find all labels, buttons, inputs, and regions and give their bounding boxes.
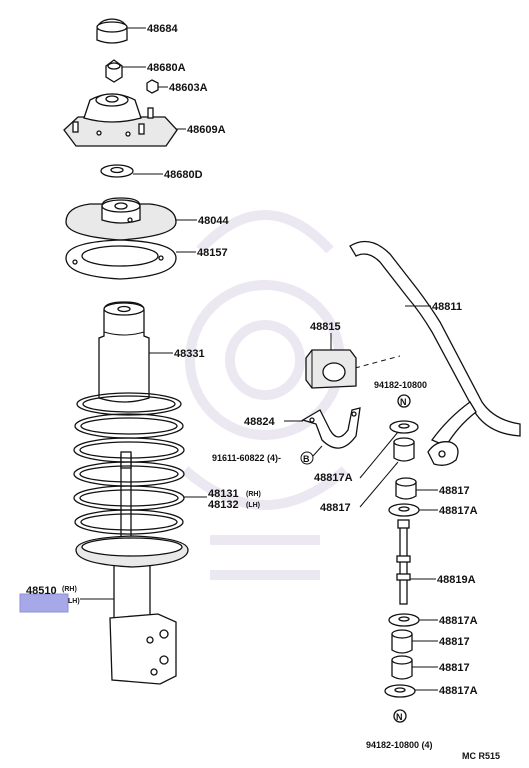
label-48817-2: 48817 xyxy=(439,485,470,497)
part-48824-bracket[interactable] xyxy=(301,407,361,449)
label-48824: 48824 xyxy=(244,416,275,428)
part-48815-bushing[interactable] xyxy=(305,349,357,389)
label-48817A-1: 48817A xyxy=(314,472,353,484)
part-lower-spring-seat xyxy=(75,535,189,568)
label-48510: 48510 (RH) LH) xyxy=(26,585,80,605)
part-48817A-retainer-2[interactable] xyxy=(388,503,420,517)
label-48817-1: 48817 xyxy=(320,502,351,514)
label-48680D: 48680D xyxy=(164,169,203,181)
highlight-box-48510[interactable] xyxy=(19,593,69,613)
label-48817A-4: 48817A xyxy=(439,685,478,697)
svg-text:(RH): (RH) xyxy=(62,586,77,593)
label-48603A: 48603A xyxy=(169,82,208,94)
label-48044: 48044 xyxy=(198,215,229,227)
diagram-code: MC R515 xyxy=(462,751,500,761)
label-94182-10800-bottom: 94182-10800 (4) xyxy=(366,740,433,750)
svg-text:48510: 48510 xyxy=(26,585,57,597)
part-48603A-nut[interactable] xyxy=(146,79,159,94)
svg-text:91611-60822 (4)-: 91611-60822 (4)- xyxy=(212,453,281,463)
label-48131-48132: 48131 (RH) 48132 (LH) xyxy=(208,488,261,511)
part-48680A-nut[interactable] xyxy=(105,59,123,83)
part-48044-spring-seat[interactable] xyxy=(65,197,177,241)
part-48684-cap[interactable] xyxy=(96,18,128,44)
label-48331: 48331 xyxy=(174,348,205,360)
label-48680A: 48680A xyxy=(147,62,186,74)
part-nut-n-top[interactable]: N xyxy=(397,394,411,408)
label-48817A-3: 48817A xyxy=(439,615,478,627)
part-48817-cushion-3[interactable] xyxy=(391,629,413,654)
part-48811-stabilizer-bar[interactable] xyxy=(349,240,521,466)
label-48609A: 48609A xyxy=(187,124,226,136)
part-48817-cushion-1[interactable] xyxy=(393,437,415,462)
label-48815: 48815 xyxy=(310,321,341,333)
watermark-emblem xyxy=(181,210,349,580)
label-91611-60822: 91611-60822 (4)- B xyxy=(212,451,314,465)
part-48609A-upper-mount[interactable] xyxy=(63,93,178,147)
label-48157: 48157 xyxy=(197,247,228,259)
part-48131-coil-spring[interactable] xyxy=(73,392,185,535)
part-48817A-retainer-3[interactable] xyxy=(388,613,420,627)
part-48817A-retainer-1[interactable] xyxy=(389,420,419,434)
svg-text:N: N xyxy=(400,397,407,407)
part-48331-bump-stop[interactable] xyxy=(98,301,150,403)
svg-text:B: B xyxy=(303,454,310,464)
svg-text:N: N xyxy=(396,712,403,722)
label-48684: 48684 xyxy=(147,23,178,35)
part-nut-n-bottom[interactable]: N xyxy=(393,709,407,723)
label-48811: 48811 xyxy=(432,301,462,313)
part-48817A-retainer-4[interactable] xyxy=(384,684,416,698)
label-94182-10800-top: 94182-10800 xyxy=(374,380,427,390)
part-48680D-washer[interactable] xyxy=(100,164,134,178)
svg-text:48131: 48131 xyxy=(208,488,239,500)
part-48819A-bolt[interactable] xyxy=(396,519,411,605)
label-48817A-2: 48817A xyxy=(439,505,478,517)
svg-text:(RH): (RH) xyxy=(246,491,261,498)
label-48817-4: 48817 xyxy=(439,662,470,674)
part-48817-cushion-4[interactable] xyxy=(391,655,413,680)
label-48819A: 48819A xyxy=(437,574,476,586)
part-48157-insulator[interactable] xyxy=(65,239,177,280)
label-48817-3: 48817 xyxy=(439,636,470,648)
part-48817-cushion-2[interactable] xyxy=(395,477,417,500)
svg-text:(LH): (LH) xyxy=(246,502,260,509)
svg-text:48132: 48132 xyxy=(208,499,239,511)
svg-text:LH): LH) xyxy=(68,598,80,605)
